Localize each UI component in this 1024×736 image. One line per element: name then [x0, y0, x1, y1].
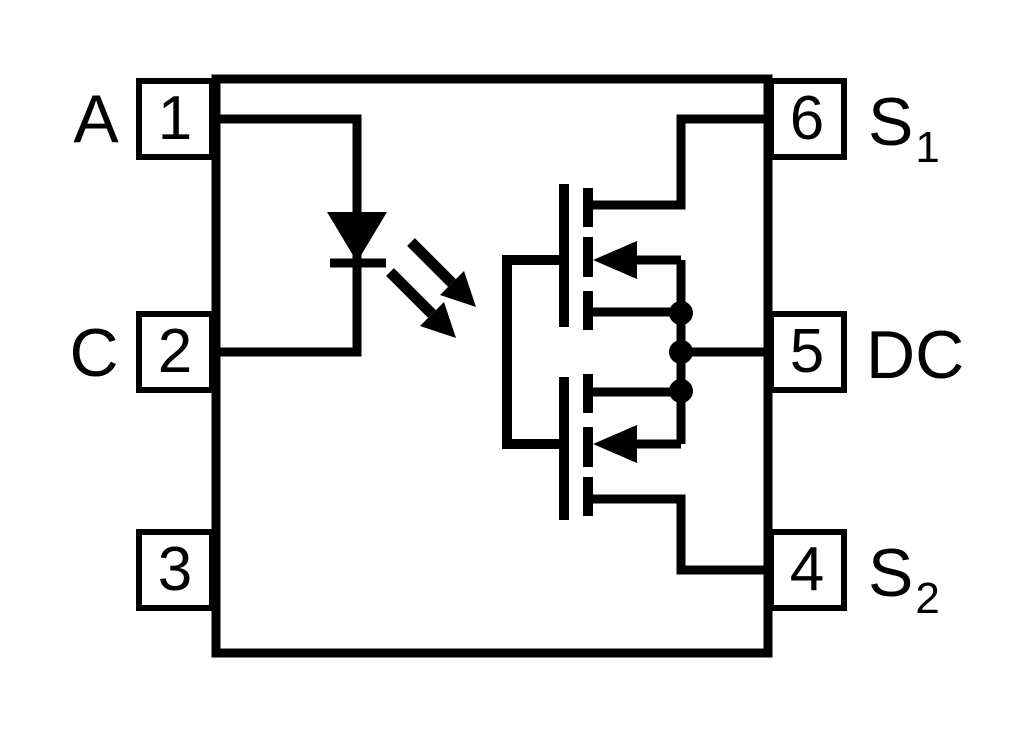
junction-dot-bottom	[669, 379, 693, 403]
pin-5-label-base: DC	[866, 317, 965, 393]
common-node-wires	[676, 260, 768, 444]
pin-1-label: A	[73, 81, 119, 157]
mosfet-bottom-icon	[559, 374, 768, 575]
pin-2-box	[136, 311, 215, 393]
input-led-circuit	[216, 114, 387, 357]
pin-5-box	[768, 311, 847, 393]
pin-4-number: 4	[789, 535, 825, 604]
pin-3-box	[136, 529, 215, 611]
light-arrow-2-head	[420, 302, 456, 338]
pin-1-number: 1	[157, 84, 193, 153]
pin-2-label: C	[69, 315, 119, 391]
pin-6-label-subscript: 1	[915, 123, 940, 172]
pin-boxes	[136, 78, 847, 611]
package-outline	[211, 74, 773, 658]
pin-1-box	[136, 78, 215, 160]
junction-dot-middle	[669, 340, 693, 364]
mosfet-top-drain-wire	[588, 114, 768, 210]
light-arrow-1-shaft	[407, 238, 456, 287]
pin-5-number: 5	[789, 317, 825, 386]
mosfet-bottom-drain-wire	[588, 494, 768, 575]
light-arrow-2-shaft	[386, 268, 436, 318]
mosfet-bottom-body-arrow-icon	[593, 425, 637, 463]
mosfet-top-body-arrow-icon	[593, 241, 637, 279]
pin-5-label: DC	[866, 321, 966, 389]
pin-6-number: 6	[789, 84, 825, 153]
pin-3-number: 3	[157, 535, 193, 604]
gate-bus	[502, 255, 564, 449]
light-arrows-icon	[386, 238, 476, 338]
pin-2-number: 2	[157, 317, 193, 386]
mosfet-top-icon	[559, 114, 768, 330]
led-icon	[327, 212, 387, 262]
pin-4-label-subscript: 2	[915, 574, 940, 623]
junction-dots	[669, 301, 693, 403]
pin-4-label-base: S	[868, 535, 914, 611]
light-arrow-1-head	[440, 271, 476, 307]
pin-6-label-base: S	[868, 84, 914, 160]
junction-dot-top	[669, 301, 693, 325]
led-wires	[216, 114, 362, 357]
